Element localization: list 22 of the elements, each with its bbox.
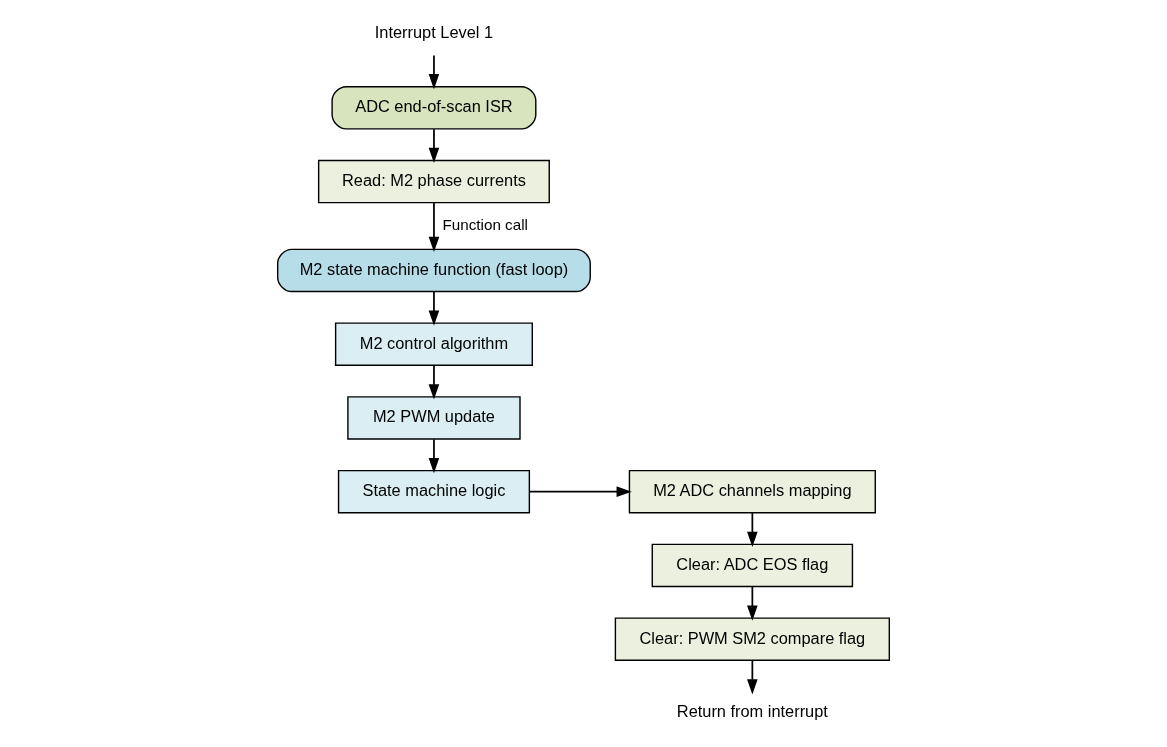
node-box: Read: M2 phase currents	[317, 159, 550, 204]
arrow	[528, 486, 632, 498]
arrow	[428, 128, 440, 163]
node-box: State machine logic	[337, 469, 531, 514]
node-box: M2 PWM update	[347, 396, 521, 440]
arrow	[428, 54, 440, 90]
node-box: Clear: PWM SM2 compare flag	[614, 617, 891, 661]
arrow	[747, 512, 758, 547]
node-box: M2 control algorithm	[334, 322, 533, 366]
node-box: M2 ADC channels mapping	[628, 469, 876, 514]
arrow	[428, 291, 440, 326]
node-text: Interrupt Level 1	[374, 23, 494, 42]
arrow	[747, 586, 758, 621]
node-box: Clear: ADC EOS flag	[651, 543, 854, 588]
edge-label: Function call	[442, 215, 528, 233]
node-box: M2 state machine function (fast loop)	[277, 248, 591, 293]
arrow	[428, 201, 440, 252]
node-text: Return from interrupt	[676, 702, 828, 721]
arrow	[747, 659, 758, 695]
arrow	[428, 364, 440, 400]
arrow	[428, 438, 440, 474]
node-box: ADC end-of-scan ISR	[331, 86, 537, 130]
